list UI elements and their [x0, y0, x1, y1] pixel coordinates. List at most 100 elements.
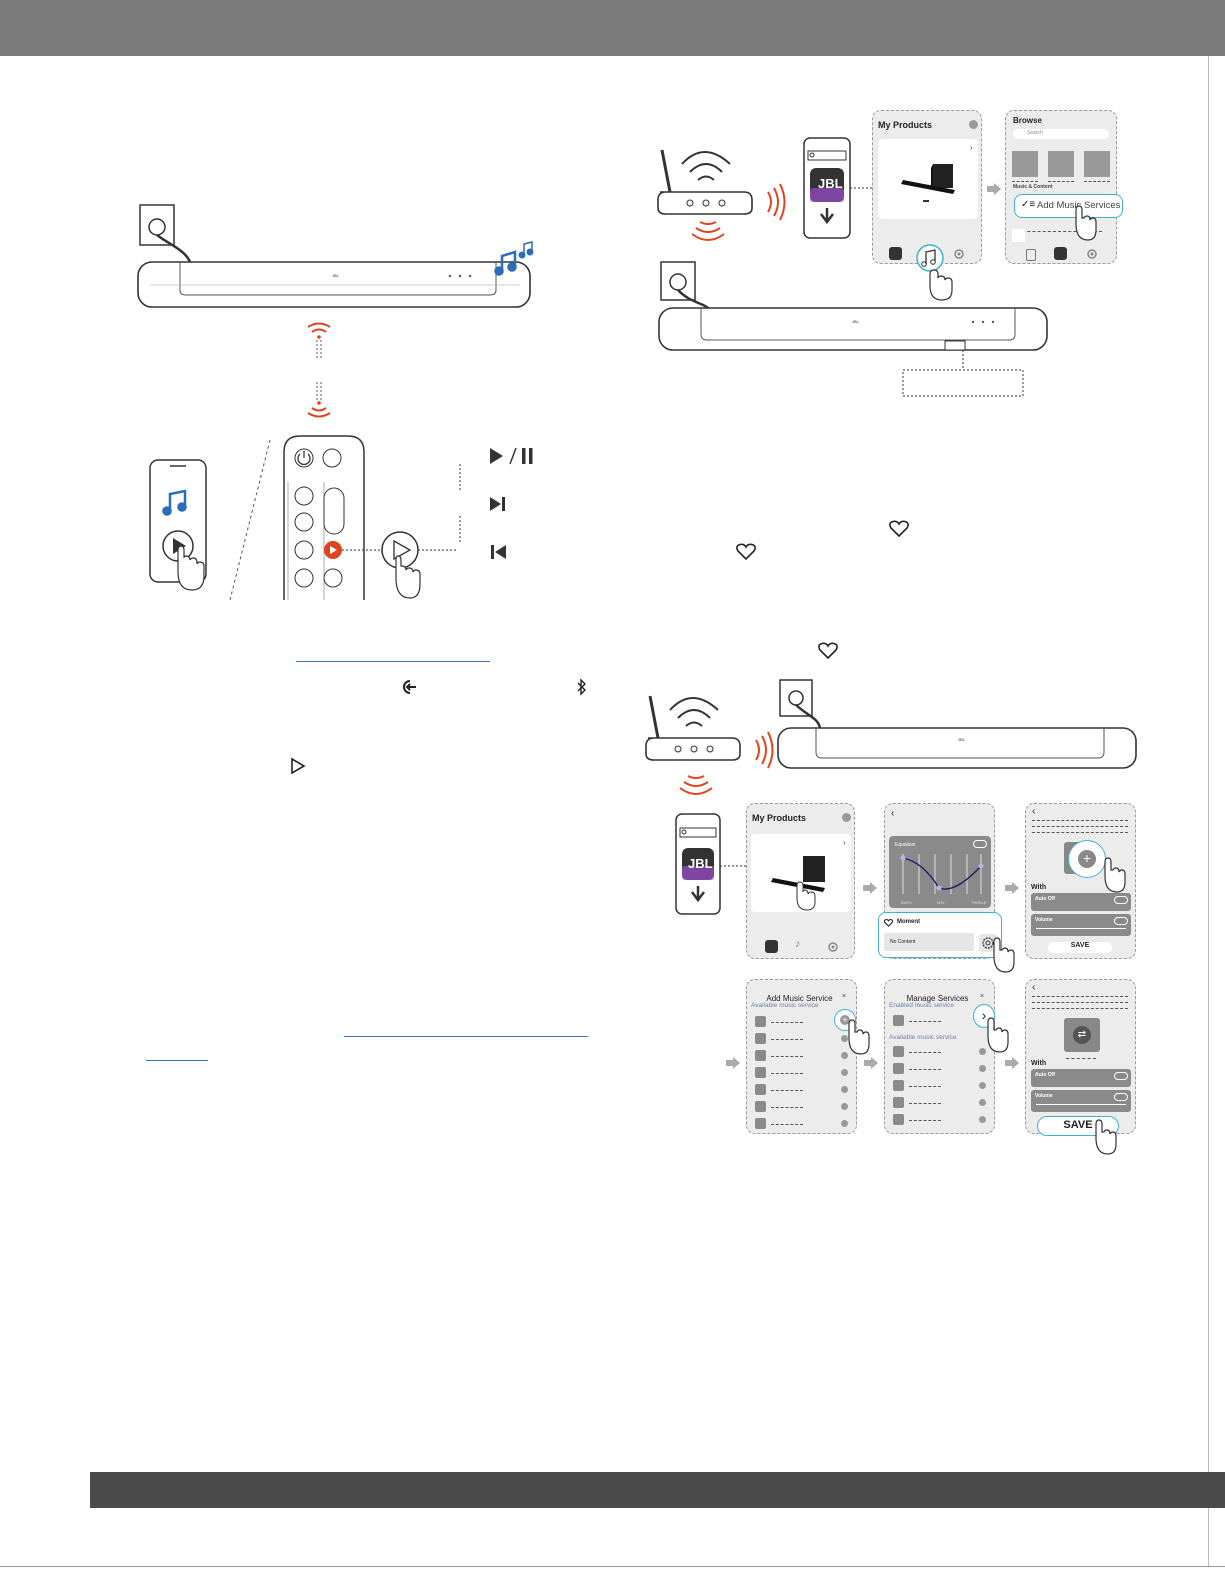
- plus-icon[interactable]: [841, 1103, 848, 1110]
- volume-toggle[interactable]: [1114, 917, 1128, 925]
- plus-icon[interactable]: [979, 1048, 986, 1055]
- app-logo-text: JBL: [688, 856, 713, 871]
- browse-panel: Browse Search Music & Content: [1005, 110, 1117, 264]
- eq-band-mid: MID: [937, 900, 945, 905]
- moment-card[interactable]: Moment No Content: [878, 912, 1002, 958]
- equalizer-card: [889, 836, 991, 908]
- tab-music[interactable]: [1054, 247, 1067, 260]
- plus-icon[interactable]: [979, 1116, 986, 1123]
- gear-icon[interactable]: [979, 934, 997, 952]
- plus-icon[interactable]: [842, 813, 851, 822]
- flow-arrow: [863, 882, 877, 894]
- service-row-icon: [755, 1101, 766, 1112]
- back-icon[interactable]: ‹: [1032, 982, 1036, 993]
- heart-icon: [883, 919, 894, 927]
- auto-off-toggle[interactable]: [1114, 896, 1128, 904]
- add-music-service-title: Add Music Service: [766, 994, 833, 1003]
- service-row-placeholder: [771, 1056, 803, 1057]
- service-row-placeholder: [771, 1107, 803, 1108]
- browse-tile-1[interactable]: [1012, 151, 1038, 177]
- service-row-placeholder: [771, 1073, 803, 1074]
- chevron-right-icon[interactable]: ›: [843, 838, 846, 847]
- plus-icon[interactable]: [969, 120, 978, 129]
- heart-icon: [736, 543, 756, 561]
- service-row-icon: [755, 1084, 766, 1095]
- manage-services-panel: Manage Services × Enabled music service …: [884, 979, 995, 1134]
- plus-icon[interactable]: +: [1078, 850, 1096, 868]
- back-icon[interactable]: ‹: [891, 808, 895, 819]
- hand-pointer-icon: [993, 937, 1015, 973]
- browse-tile-2[interactable]: [1048, 151, 1074, 177]
- download-arrow-icon: [820, 208, 834, 225]
- service-row-icon: [755, 1050, 766, 1061]
- remote-control: [283, 435, 458, 600]
- music-note-icon[interactable]: ♪: [795, 938, 801, 950]
- link-underline-1[interactable]: [296, 661, 490, 662]
- plus-icon[interactable]: [979, 1099, 986, 1106]
- soundbar-subwoofer-image: [771, 856, 825, 911]
- soundbar-music-illustration: JBL: [137, 204, 534, 418]
- link-underline-2[interactable]: [344, 1036, 588, 1037]
- equalizer-label: Equalizer: [895, 842, 916, 848]
- volume-slider[interactable]: [1036, 1104, 1126, 1105]
- plus-icon[interactable]: [979, 1065, 986, 1072]
- phone-jbl-app-bottom: JBL: [675, 813, 746, 915]
- plus-icon[interactable]: [841, 1086, 848, 1093]
- auto-off-label: Auto Off: [1035, 896, 1055, 902]
- service-row-placeholder: [909, 1069, 941, 1070]
- plus-icon[interactable]: [841, 1120, 848, 1127]
- heart-icon: [889, 520, 909, 538]
- eq-curve: [900, 854, 984, 894]
- play-icon: [291, 757, 306, 775]
- flow-arrow: [1005, 1057, 1019, 1069]
- volume-slider[interactable]: [1036, 928, 1126, 929]
- search-input[interactable]: Search: [1013, 129, 1109, 139]
- add-list-icon: ✓≡: [1021, 199, 1036, 210]
- page-edge-line: [1208, 56, 1209, 1566]
- with-label: With: [1031, 1060, 1047, 1067]
- my-products-panel-bottom: My Products › ♪: [746, 803, 855, 959]
- close-icon[interactable]: ×: [842, 993, 847, 1000]
- switch-icon: ⇄: [1073, 1026, 1091, 1044]
- plus-icon[interactable]: [979, 1082, 986, 1089]
- plus-icon[interactable]: [841, 1069, 848, 1076]
- plus-icon[interactable]: +: [840, 1015, 850, 1025]
- gear-icon[interactable]: [827, 941, 839, 953]
- product-card[interactable]: [878, 139, 978, 219]
- soundbar-logo: JBL: [332, 273, 340, 278]
- gear-icon[interactable]: [953, 248, 965, 260]
- header-bar: [0, 0, 1225, 56]
- plus-icon[interactable]: [841, 1035, 848, 1042]
- browse-tile-3[interactable]: [1084, 151, 1110, 177]
- available-music-service-label: Available music service: [889, 1034, 957, 1041]
- volume-toggle[interactable]: [1114, 1093, 1128, 1101]
- no-content-box: No Content: [884, 933, 974, 951]
- bottom-rule: [0, 1566, 1225, 1567]
- phone-play-illustration: [149, 459, 207, 591]
- chevron-right-icon[interactable]: ›: [970, 143, 973, 152]
- browse-row-square: [1012, 229, 1025, 242]
- tab-products[interactable]: [1026, 249, 1036, 261]
- heart-icon: [818, 642, 838, 660]
- panel-title: My Products: [752, 813, 807, 823]
- soundbar-logo: JBL: [852, 319, 860, 324]
- playback-icons: [459, 447, 533, 559]
- power-icon: [297, 451, 311, 466]
- back-icon[interactable]: ‹: [1032, 806, 1036, 817]
- search-placeholder: Search: [1027, 130, 1043, 136]
- auto-off-toggle[interactable]: [1114, 1072, 1128, 1080]
- tab-products[interactable]: [765, 940, 778, 953]
- next-track-icon: [490, 497, 501, 511]
- link-underline-3[interactable]: [146, 1060, 208, 1061]
- service-row-icon: [893, 1046, 904, 1057]
- plus-icon[interactable]: [841, 1052, 848, 1059]
- close-icon[interactable]: ×: [980, 993, 985, 1000]
- tab-products[interactable]: [889, 247, 902, 260]
- save-button[interactable]: SAVE: [1048, 942, 1112, 953]
- flow-arrow: [864, 1057, 878, 1069]
- service-row-placeholder: [909, 1052, 941, 1053]
- gear-icon[interactable]: [1086, 248, 1098, 260]
- soundbar-logo: JBL: [958, 737, 966, 742]
- equalizer-toggle[interactable]: [973, 840, 987, 848]
- router-wifi-illustration: [657, 149, 786, 241]
